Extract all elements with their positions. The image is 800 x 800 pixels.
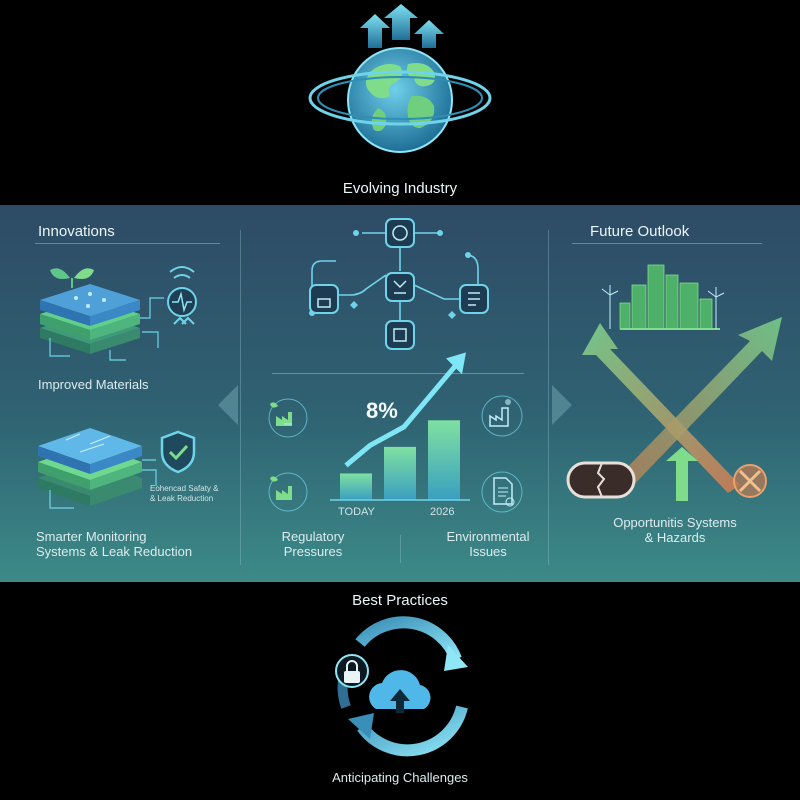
badge-line-2: & Leak Reduction xyxy=(150,494,214,503)
refresh-cloud-lock-icon xyxy=(335,616,468,757)
chevron-left-icon xyxy=(218,385,238,425)
network-diagram xyxy=(309,218,489,350)
growth-bar-chart xyxy=(330,352,470,501)
trend-arrow-head xyxy=(446,352,466,375)
center-separator xyxy=(272,373,524,374)
environmental-label-2: Issues xyxy=(469,544,507,559)
document-icon xyxy=(481,471,523,513)
future-outlook-heading: Future Outlook xyxy=(590,223,690,240)
x-label-today: TODAY xyxy=(338,506,375,518)
factory-icon-left-bottom xyxy=(268,472,308,512)
innovations-underline xyxy=(35,243,220,244)
page-title: Evolving Industry xyxy=(342,180,458,197)
divider-left xyxy=(240,230,241,565)
anticipating-challenges-label: Anticipating Challenges xyxy=(332,770,468,785)
layered-material-icon xyxy=(40,266,197,361)
future-caption-2: & Hazards xyxy=(644,530,706,545)
smarter-monitoring-label-1: Smarter Monitoring xyxy=(36,529,147,544)
innovations-heading: Innovations xyxy=(38,223,115,240)
city-crossing-arrows-icon xyxy=(566,264,782,501)
regulatory-label-1: Regulatory xyxy=(281,529,345,544)
future-caption-1: Opportunitis Systems xyxy=(613,515,737,530)
future-underline xyxy=(572,243,762,244)
badge-line-1: Eohencad Safaty & xyxy=(150,484,219,493)
environmental-label-1: Environmental xyxy=(446,529,530,544)
divider-center-bottom xyxy=(400,535,401,563)
factory-icon-left-top xyxy=(268,398,308,438)
regulatory-label-2: Pressures xyxy=(283,544,343,559)
chevron-right-icon xyxy=(552,385,572,425)
improved-materials-label: Improved Materials xyxy=(38,377,149,392)
x-label-2026: 2026 xyxy=(430,506,455,518)
shield-check-icon xyxy=(160,430,196,474)
factory-smoke-icon xyxy=(481,395,523,437)
best-practices-title: Best Practices xyxy=(352,592,448,609)
smarter-monitoring-label-2: Systems & Leak Reduction xyxy=(36,544,193,559)
bar-2 xyxy=(428,420,460,500)
chip-stack-icon xyxy=(38,428,157,509)
divider-right xyxy=(548,230,549,565)
growth-label: 8% xyxy=(366,398,398,423)
bar-1 xyxy=(384,446,416,500)
trend-arrow-line xyxy=(344,358,462,468)
globe-with-arrows-icon xyxy=(308,4,492,153)
bar-0 xyxy=(340,473,372,500)
